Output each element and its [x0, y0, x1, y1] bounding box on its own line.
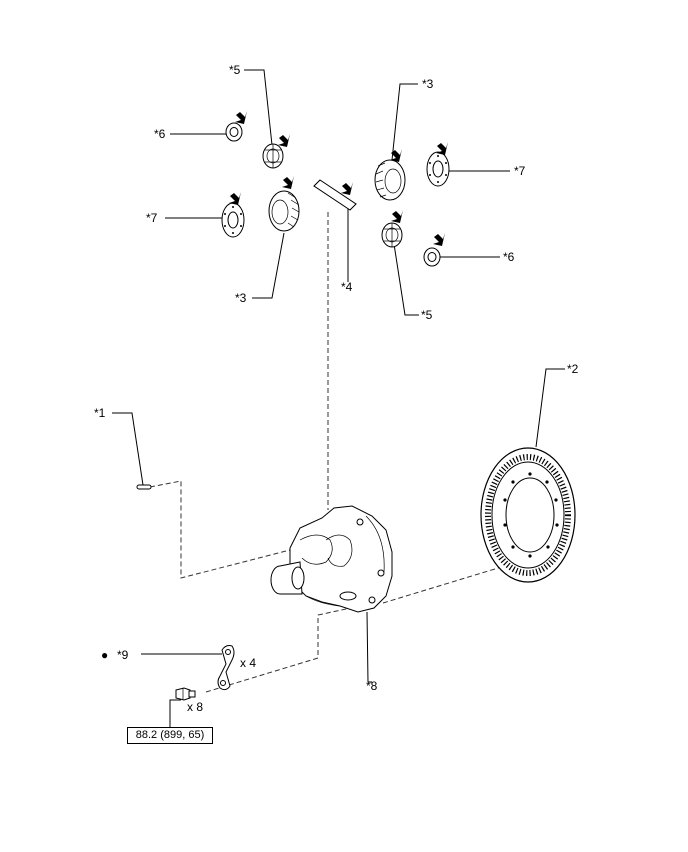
label-5-lower: *5 [421, 308, 433, 322]
side-gear-left [268, 190, 300, 232]
straight-pin [136, 484, 152, 490]
label-8: *8 [366, 679, 378, 693]
pinion-shaft [313, 179, 357, 211]
side-gear-right [374, 159, 406, 201]
lock-plate [217, 645, 235, 691]
leader-lines [112, 69, 565, 727]
lubricate-arrow-icons [229, 111, 448, 246]
quantity-bolt: x 8 [187, 700, 203, 714]
pinion-gear-lower-right [381, 222, 403, 248]
thrust-washer-left [225, 122, 243, 142]
ring-gear [480, 447, 576, 583]
label-6-right: *6 [503, 250, 515, 264]
pinion-gear-upper-left [262, 143, 284, 169]
thrust-plate-right [426, 151, 450, 187]
assembly-lines [149, 212, 509, 693]
bullet-marker: ● [101, 648, 108, 662]
label-5-upper: *5 [229, 63, 241, 77]
label-2: *2 [567, 362, 579, 376]
label-1: *1 [94, 406, 106, 420]
label-3-right: *3 [422, 77, 434, 91]
label-7-left: *7 [146, 211, 158, 225]
label-4: *4 [341, 280, 353, 294]
quantity-lock-plate: x 4 [240, 656, 256, 670]
thrust-plate-left [221, 202, 245, 238]
label-7-right: *7 [514, 164, 526, 178]
label-3-left: *3 [235, 291, 247, 305]
differential-case [270, 505, 393, 613]
thrust-washer-right [423, 247, 441, 267]
bolt [175, 687, 196, 701]
label-6-left: *6 [154, 127, 166, 141]
label-9: *9 [117, 648, 129, 662]
torque-spec-box: 88.2 (899, 65) [127, 727, 213, 744]
